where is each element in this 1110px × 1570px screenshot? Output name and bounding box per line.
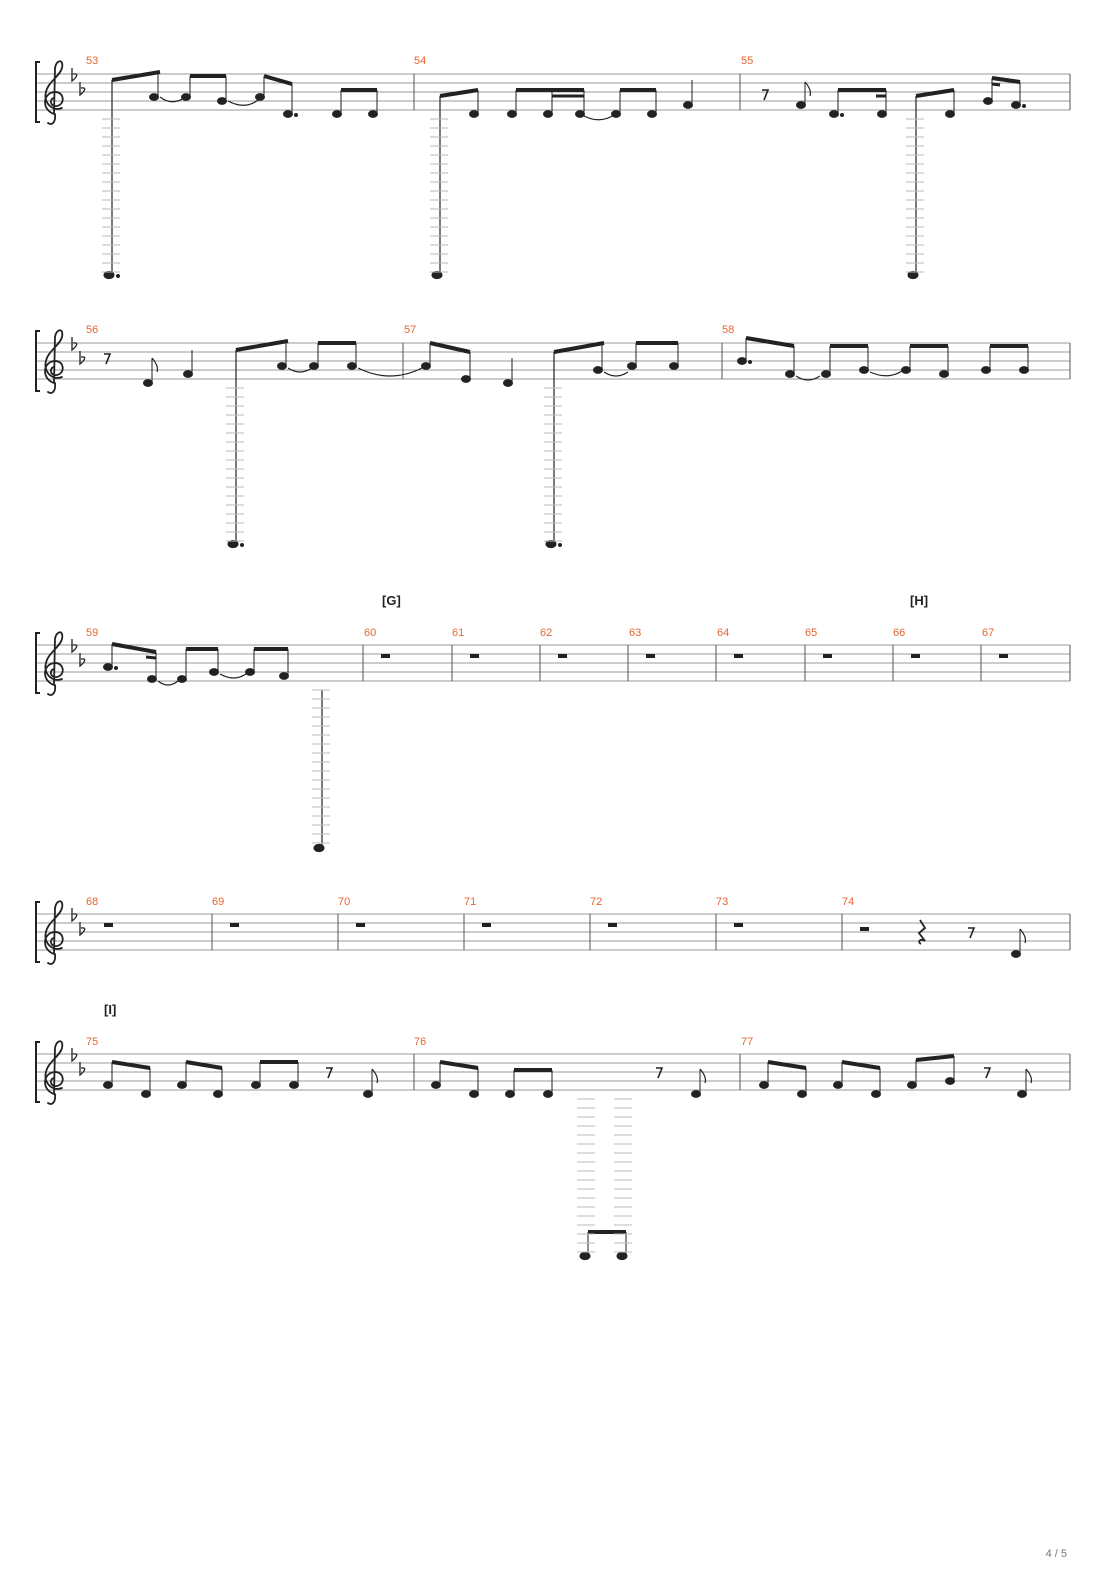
system-bracket — [35, 1041, 40, 1103]
system-bracket — [35, 632, 40, 694]
measure-number: 71 — [464, 896, 476, 908]
ledger-lines — [312, 689, 330, 844]
flat-icon — [79, 921, 86, 936]
measure-number: 65 — [805, 627, 817, 639]
treble-clef-icon — [44, 60, 64, 125]
page-number: 4 / 5 — [1045, 1548, 1067, 1560]
barlines — [362, 645, 1071, 681]
measure-number: 70 — [338, 896, 350, 908]
system-bracket — [35, 330, 40, 392]
measure-number: 59 — [86, 627, 98, 639]
treble-clef-icon — [44, 329, 64, 394]
measure-number: 76 — [414, 1036, 426, 1048]
flat-icon — [79, 81, 86, 96]
barlines — [413, 1054, 1071, 1090]
barlines — [413, 74, 1071, 110]
measure-number: 56 — [86, 324, 98, 336]
notes — [917, 919, 1027, 958]
staff-lines — [36, 913, 1070, 951]
measure-number: 62 — [540, 627, 552, 639]
staff-lines — [36, 1053, 1070, 1091]
measure-number: 63 — [629, 627, 641, 639]
system-1: 53 54 55 — [35, 55, 1071, 280]
treble-clef-icon — [44, 1040, 64, 1105]
system-4: 68 69 70 71 72 73 74 — [35, 896, 1071, 965]
ledger-lines — [102, 118, 924, 273]
whole-rests — [104, 923, 869, 931]
measure-number: 54 — [414, 55, 426, 67]
system-5: [I] 75 76 77 — [35, 1002, 1071, 1261]
barlines — [402, 343, 1071, 379]
system-bracket — [35, 901, 40, 963]
measure-number: 55 — [741, 55, 753, 67]
notes — [103, 70, 1026, 280]
system-2: 56 57 58 — [35, 324, 1071, 549]
measure-number: 66 — [893, 627, 905, 639]
ledger-lines — [226, 387, 562, 542]
whole-rests — [381, 654, 1008, 658]
barlines — [211, 914, 1071, 950]
measure-number: 75 — [86, 1036, 98, 1048]
measure-number: 58 — [722, 324, 734, 336]
notes — [103, 642, 325, 853]
section-mark-h: [H] — [910, 593, 928, 608]
measure-number: 64 — [717, 627, 729, 639]
staff-lines — [36, 342, 1070, 380]
flat-icon — [79, 652, 86, 667]
section-mark-i: [I] — [104, 1002, 116, 1017]
measure-number: 53 — [86, 55, 98, 67]
notes — [103, 1054, 1033, 1261]
measure-number: 67 — [982, 627, 994, 639]
flat-icon — [79, 350, 86, 365]
treble-clef-icon — [44, 900, 64, 965]
flat-icon — [79, 1061, 86, 1076]
measure-number: 73 — [716, 896, 728, 908]
section-mark-g: [G] — [382, 593, 401, 608]
measure-number: 61 — [452, 627, 464, 639]
measure-number: 77 — [741, 1036, 753, 1048]
staff-lines — [36, 644, 1070, 682]
measure-number: 74 — [842, 896, 854, 908]
system-bracket — [35, 61, 40, 123]
system-3: [G] [H] 59 60 61 62 63 64 65 66 67 — [35, 593, 1071, 853]
measure-number: 69 — [212, 896, 224, 908]
notes — [104, 336, 1029, 549]
measure-number: 57 — [404, 324, 416, 336]
ledger-lines — [577, 1098, 632, 1253]
treble-clef-icon — [44, 631, 64, 696]
measure-number: 68 — [86, 896, 98, 908]
measure-number: 60 — [364, 627, 376, 639]
measure-number: 72 — [590, 896, 602, 908]
